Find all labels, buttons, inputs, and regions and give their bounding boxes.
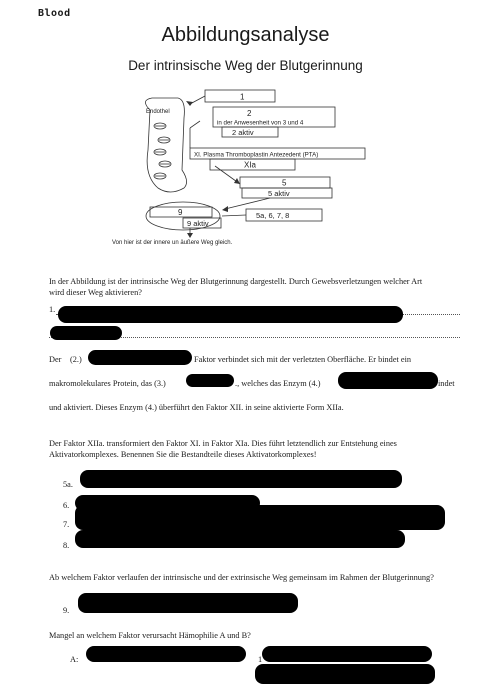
answer-1-redaction bbox=[58, 306, 403, 323]
box-2-text: in der Anwesenheit von 3 und 4 bbox=[217, 120, 304, 127]
item-7-redaction bbox=[75, 505, 445, 530]
para-line2-b: ., welches das Enzym (4.) bbox=[235, 379, 321, 388]
endothel-organelle bbox=[153, 148, 167, 156]
hemophilia-b-redaction bbox=[262, 646, 432, 662]
page-title: Abbildungsanalyse bbox=[161, 24, 330, 46]
box-9-active-label: 9 aktiv bbox=[187, 219, 209, 228]
box-2-active-label: 2 aktiv bbox=[232, 128, 254, 137]
endothel-organelle bbox=[153, 172, 167, 180]
item-5a-number: 5a. bbox=[63, 480, 73, 489]
box-9-active bbox=[182, 217, 222, 229]
endothel-organelle bbox=[157, 136, 171, 144]
para-line2-c: indet bbox=[438, 379, 455, 388]
item-8-redaction bbox=[75, 530, 405, 548]
box-xia bbox=[209, 158, 296, 171]
page-subtitle: Der intrinsische Weg der Blutgerinnung bbox=[128, 58, 363, 73]
box-9-ring bbox=[145, 201, 221, 231]
item-5a-redaction bbox=[80, 470, 402, 488]
coagulation-diagram: Endothel 1 2 in der Anwesenheit von 3 un… bbox=[112, 89, 366, 246]
question-4-text: Mangel an welchem Faktor verursacht Hämo… bbox=[49, 631, 251, 640]
box-5-label: 5 bbox=[282, 179, 287, 188]
blank-4-redaction bbox=[338, 372, 438, 389]
question-1-text: In der Abbildung ist der intrinsische We… bbox=[49, 277, 423, 297]
box-5-active-label: 5 aktiv bbox=[268, 189, 290, 198]
para-line3: und aktiviert. Dieses Enzym (4.) überfüh… bbox=[49, 403, 344, 412]
box-xia-label: XIa bbox=[244, 161, 257, 170]
box-1-label: 1 bbox=[240, 93, 245, 102]
answer-1-redaction-2 bbox=[50, 326, 122, 340]
box-9 bbox=[149, 206, 213, 218]
diagram-caption: Von hier ist der innere un äußere Weg gl… bbox=[112, 240, 233, 246]
item-6-number: 6. bbox=[63, 501, 70, 510]
question-3-text: Ab welchem Faktor verlaufen der intrinsi… bbox=[49, 573, 434, 582]
answer-9-number: 9. bbox=[63, 606, 70, 615]
endothel-organelle bbox=[158, 160, 172, 168]
answer-1-number: 1. bbox=[49, 305, 56, 314]
hemophilia-b-label: 1 bbox=[258, 655, 263, 664]
box-cofactors-label: 5a, 6, 7, 8 bbox=[256, 211, 289, 220]
para-line1-b: (2.) bbox=[70, 355, 82, 364]
blank-2-redaction bbox=[88, 350, 192, 365]
question-2-text: Der Faktor XIIa. transformiert den Fakto… bbox=[49, 439, 397, 459]
item-7-number: 7. bbox=[63, 520, 70, 529]
hemophilia-b-redaction-2 bbox=[255, 664, 435, 684]
box-2-active bbox=[221, 126, 279, 138]
answer-1-line-2 bbox=[49, 337, 460, 338]
endothel-cell bbox=[145, 97, 187, 193]
para-line2-a: makromolekulares Protein, das (3.) bbox=[49, 379, 166, 388]
box-9-label: 9 bbox=[178, 208, 183, 217]
endothel-organelle bbox=[153, 122, 167, 130]
corner-label: Blood bbox=[38, 8, 71, 19]
para-line1-a: Der bbox=[49, 355, 62, 364]
box-5-active bbox=[241, 187, 333, 199]
box-2-label: 2 bbox=[247, 109, 252, 118]
hemophilia-a-label: A: bbox=[70, 655, 79, 664]
endothel-label: Endothel bbox=[146, 109, 170, 115]
blank-3-redaction bbox=[186, 374, 234, 387]
para-line1-c: Faktor verbindet sich mit der verletzten… bbox=[194, 355, 412, 364]
hemophilia-a-redaction bbox=[86, 646, 246, 662]
answer-9-redaction bbox=[78, 593, 298, 613]
box-xi-label: XI. Plasma Thromboplastin Antezedent (PT… bbox=[194, 152, 318, 159]
item-8-number: 8. bbox=[63, 541, 70, 550]
